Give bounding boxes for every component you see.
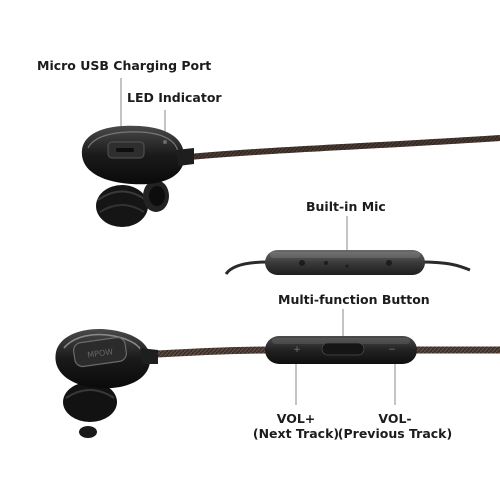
vol-plus-text: VOL+ (276, 411, 316, 426)
led-indicator-label: LED Indicator (127, 90, 222, 105)
vol-minus-text: VOL- (378, 411, 412, 426)
control-remote: + − (265, 336, 417, 364)
mic-remote (265, 250, 425, 275)
multi-function-button-label: Multi-function Button (278, 292, 430, 307)
vol-minus-label: VOL- (Previous Track) (336, 411, 454, 441)
previous-track-text: (Previous Track) (337, 426, 453, 441)
built-in-mic-label: Built-in Mic (306, 199, 386, 214)
svg-text:+: + (293, 345, 301, 355)
bottom-earbud: MPOW (55, 328, 158, 438)
top-earbud (81, 125, 194, 227)
svg-text:−: − (388, 345, 396, 355)
top-cable (177, 135, 500, 161)
mic-cable (224, 260, 471, 275)
svg-text:MPOW: MPOW (87, 347, 114, 360)
micro-usb-port-label: Micro USB Charging Port (37, 58, 212, 73)
vol-plus-label: VOL+ (Next Track) (246, 411, 346, 441)
next-track-text: (Next Track) (252, 426, 340, 441)
